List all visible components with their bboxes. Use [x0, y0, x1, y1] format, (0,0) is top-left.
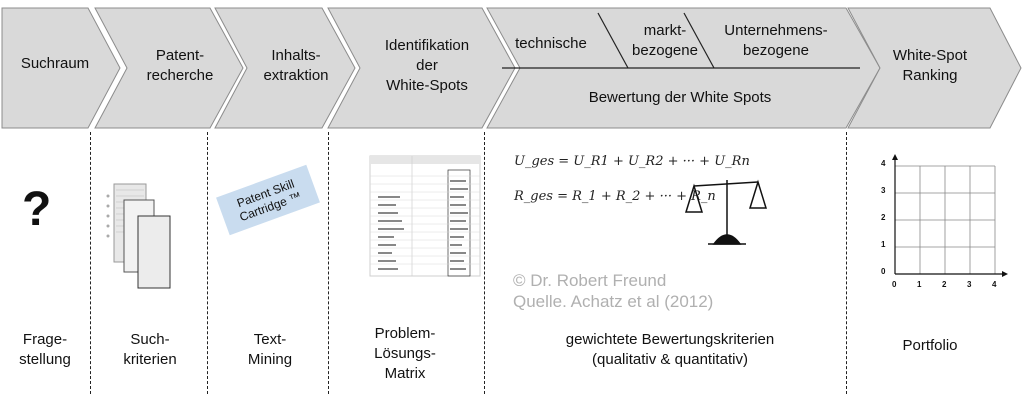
bottom-label-bewertungskriterien: gewichtete Bewertungskriterien (qualitat… [565, 331, 775, 368]
bottom-label-problem-loesungs-matrix: Problem- Lösungs- Matrix [374, 325, 436, 382]
chevron-patentrecherche [94, 7, 244, 129]
portfolio-y-tick-3: 3 [881, 186, 886, 195]
phase-label-identifikation: Identifikation der White-Spots [384, 37, 470, 94]
phase-label-ranking: White-Spot Ranking [892, 47, 968, 84]
portfolio-x-tick-2: 2 [942, 280, 947, 289]
watermark-line1: © Dr. Robert Freund [513, 271, 667, 290]
portfolio-x-tick-0: 0 [892, 280, 897, 289]
bottom-label-fragestellung: Frage- stellung [19, 331, 71, 368]
chevron-suchraum [1, 7, 121, 129]
evaluation-sub-marktbezogene: markt- bezogene [632, 22, 698, 59]
phase-label-inhaltsextraktion: Inhalts- extraktion [263, 47, 329, 84]
copyright-watermark: © Dr. Robert Freund Quelle. Achatz et al… [513, 270, 713, 312]
evaluation-sub-technische: technische [515, 35, 587, 52]
divider-1 [90, 132, 91, 394]
divider-5 [846, 132, 847, 394]
portfolio-x-tick-3: 3 [967, 280, 972, 289]
evaluation-sub-unternehmensbezogene: Unternehmens- bezogene [724, 22, 828, 59]
evaluation-split-1 [597, 12, 629, 69]
bottom-label-portfolio: Portfolio [902, 337, 958, 354]
chevron-inhaltsextraktion [214, 7, 356, 129]
chevron-identifikation [327, 7, 516, 129]
bottom-label-suchkriterien: Such- kriterien [123, 331, 177, 368]
watermark-line2: Quelle. Achatz et al (2012) [513, 292, 714, 311]
divider-2 [207, 132, 208, 394]
portfolio-y-tick-2: 2 [881, 213, 886, 222]
divider-4 [484, 132, 485, 394]
chevron-ranking [847, 7, 1022, 129]
bottom-label-textmining: Text- Mining [247, 331, 293, 368]
portfolio-x-tick-4: 4 [992, 280, 997, 289]
evaluation-split-2 [683, 12, 715, 69]
question-mark-icon: ? [22, 183, 52, 236]
portfolio-x-tick-1: 1 [917, 280, 922, 289]
phase-label-patentrecherche: Patent- recherche [146, 47, 214, 84]
portfolio-y-tick-4: 4 [881, 159, 886, 168]
evaluation-title: Bewertung der White Spots [588, 89, 772, 106]
formula-r-ges: R_ges = R_1 + R_2 + ··· + R_n [514, 189, 716, 204]
portfolio-y-tick-1: 1 [881, 240, 886, 249]
portfolio-y-tick-0: 0 [881, 267, 886, 276]
formula-u-ges: U_ges = U_R1 + U_R2 + ··· + U_Rn [514, 154, 750, 169]
phase-label-suchraum: Suchraum [20, 55, 90, 72]
divider-3 [328, 132, 329, 394]
